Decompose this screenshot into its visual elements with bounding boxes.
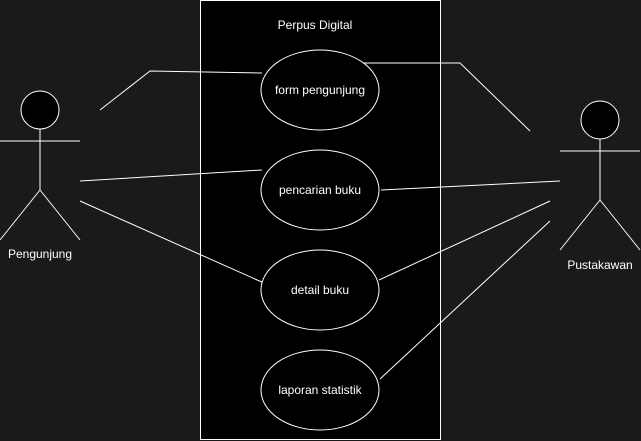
actor-left-leg: [559, 199, 601, 251]
use-case-laporan-statistik: laporan statistik: [260, 349, 380, 431]
use-case-ellipse: [260, 49, 380, 131]
actor-right-leg: [39, 189, 81, 241]
use-case-ellipse: [260, 349, 380, 431]
association-pustakawan-pencarian: [380, 180, 561, 191]
association-pengunjung-detail: [79, 200, 265, 284]
association-pengunjung-pencarian: [79, 169, 263, 182]
use-case-label: form pengunjung: [275, 83, 365, 97]
use-case-label: laporan statistik: [278, 383, 362, 397]
actor-label: Pengunjung: [8, 247, 72, 261]
association-pustakawan-laporan: [379, 220, 551, 380]
system-title: Perpus Digital: [278, 18, 353, 32]
actor-label: Pustakawan: [567, 258, 632, 272]
associations: [79, 62, 561, 380]
actor-left-leg: [0, 189, 41, 241]
actor-stick-figure-icon: [559, 100, 641, 251]
association-pustakawan-form: [364, 62, 531, 132]
actor-right-leg: [599, 199, 641, 251]
actor-stick-figure-icon: [0, 90, 81, 241]
actor-head: [580, 100, 620, 140]
association-pustakawan-detail: [378, 200, 551, 281]
use-case-pencarian-buku: pencarian buku: [260, 149, 380, 231]
use-case-detail-buku: detail buku: [260, 249, 380, 331]
use-case-ellipse: [260, 149, 380, 231]
use-case-form-pengunjung: form pengunjung: [260, 49, 380, 131]
actor-pustakawan: Pustakawan: [559, 100, 641, 272]
actor-pengunjung: Pengunjung: [0, 90, 81, 261]
association-pengunjung-form: [99, 70, 263, 111]
use-case-ellipse: [260, 249, 380, 331]
actor-head: [20, 90, 60, 130]
use-case-label: detail buku: [291, 283, 349, 297]
use-case-label: pencarian buku: [279, 183, 361, 197]
